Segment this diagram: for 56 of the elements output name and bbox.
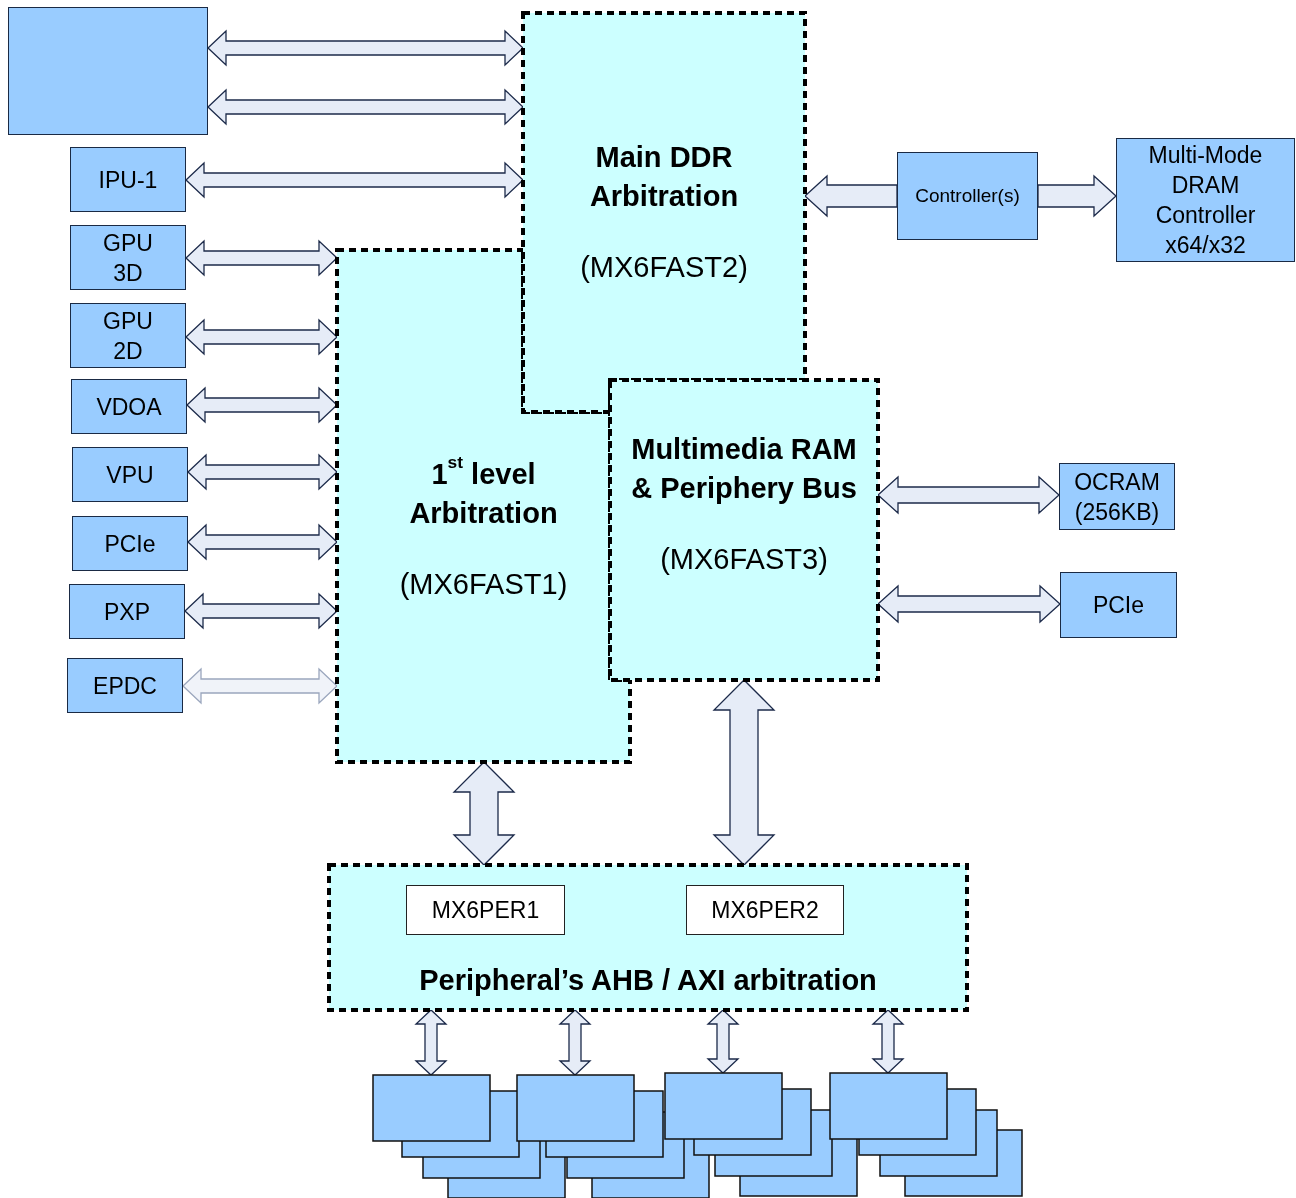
box-label: MX6PER1 [431,896,540,925]
region-code: (MX6FAST2) [580,250,748,285]
region-title: Main DDR Arbitration [588,140,740,214]
block-arrow [1037,174,1117,218]
block-box [72,516,188,571]
double-block-arrow [414,1009,448,1076]
double-block-arrow [187,523,338,561]
box-label: EPDC [93,671,157,701]
block-box [67,658,183,713]
block-box [70,225,186,290]
double-block-arrow [185,161,524,199]
region-code: (MX6FAST3) [660,542,828,577]
box-label: VDOA [96,392,162,422]
block-box [71,379,187,434]
double-block-arrow [706,1009,740,1074]
box-label: IPU-1 [98,165,158,195]
double-block-arrow [184,592,338,630]
box-label: GPU 3D [102,228,154,288]
box-label: Multi-Mode DRAM Controller x64/x32 [1147,141,1264,260]
double-block-arrow [207,88,524,126]
region-title: 1$^{st}$ level Arbitration [408,455,559,531]
region-title: Multimedia RAM & Periphery Bus [630,432,858,506]
block-box [70,147,186,212]
block-arrow [804,174,898,218]
block-box [1116,138,1295,262]
block-box [897,152,1038,240]
double-block-arrow [712,679,776,866]
block-box [70,303,186,368]
region-title: Peripheral’s AHB / AXI arbitration [419,963,877,998]
block-box [72,447,188,502]
double-block-arrow [207,29,524,67]
double-block-arrow [185,318,338,356]
double-block-arrow [871,1009,905,1074]
block-box [69,584,185,639]
double-block-arrow [186,386,338,424]
label-box [406,885,565,935]
box-label: GPU 2D [102,306,154,366]
box-label: PCIe [1092,591,1145,620]
box-label: VPU [106,460,154,490]
block-box [1060,572,1177,638]
label-box [686,885,844,935]
double-block-arrow [558,1009,592,1076]
box-label: MX6PER2 [711,896,819,925]
box-label: Controller(s) [915,184,1020,208]
block-box [1059,463,1175,530]
box-label: PCIe [104,529,156,559]
region-code: (MX6FAST1) [399,567,568,602]
box-label: OCRAM (256KB) [1073,467,1161,527]
empty-box [8,7,208,135]
box-label: PXP [104,597,150,627]
double-block-arrow [185,239,338,277]
double-block-arrow [877,475,1060,515]
double-block-arrow [187,453,338,491]
double-block-arrow [182,667,338,705]
double-block-arrow [452,761,516,866]
double-block-arrow [877,584,1061,624]
